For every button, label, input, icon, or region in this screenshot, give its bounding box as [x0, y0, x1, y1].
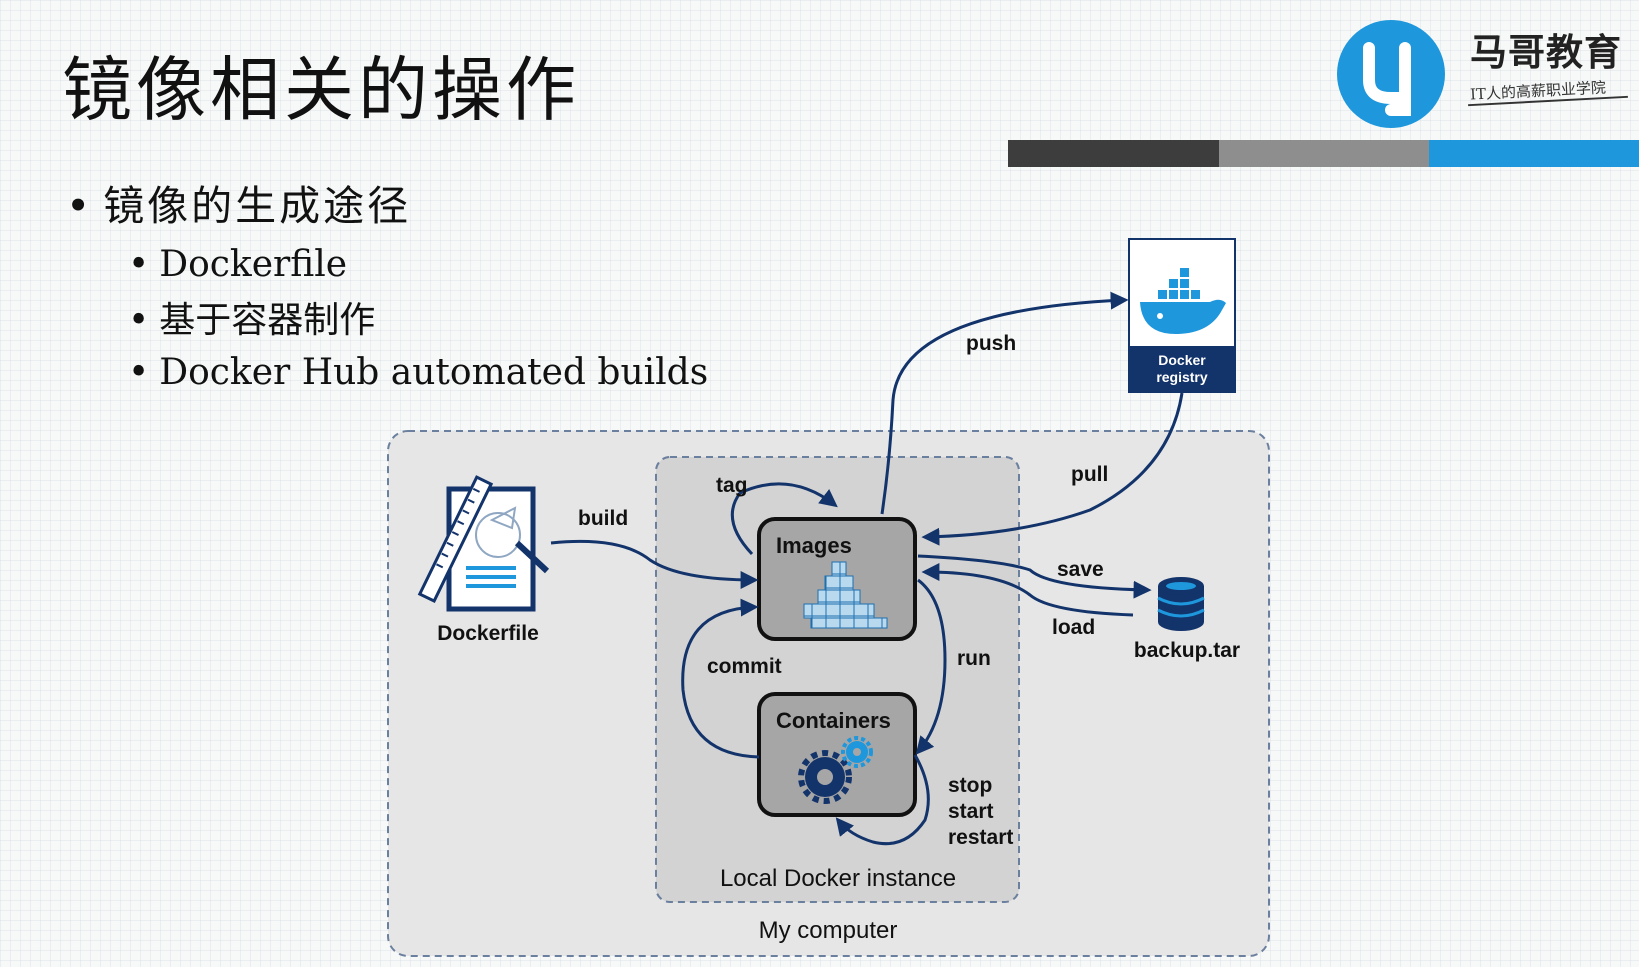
backup-label: backup.tar [1134, 639, 1240, 662]
load-arrow [921, 563, 1134, 617]
containers-label: Containers [776, 708, 891, 733]
sub-bullet-text: 基于容器制作 [159, 300, 376, 341]
docker-whale-icon [1140, 268, 1226, 335]
run-arrow [915, 578, 947, 755]
push-label: push [966, 332, 1016, 355]
commit-arrow [681, 598, 760, 759]
images-label: Images [776, 533, 852, 558]
save-label: save [1057, 558, 1104, 581]
build-label: build [578, 507, 628, 530]
accent-bar-grey [1219, 140, 1429, 167]
pull-label: pull [1071, 463, 1108, 486]
sub-bullet-text: Dockerfile [159, 244, 348, 285]
push-arrow [880, 291, 1129, 515]
database-icon [1157, 577, 1205, 631]
slide-title: 镜像相关的操作 [62, 49, 580, 131]
image-layers-icon [803, 561, 888, 629]
sub-bullet-1: •Dockerfile [128, 244, 347, 285]
sub-bullet-2: •基于容器制作 [128, 291, 375, 343]
sub-bullet-text: Docker Hub automated builds [159, 352, 709, 393]
load-label: load [1052, 616, 1095, 639]
my-computer-label: My computer [759, 917, 898, 944]
bullet-dot: • [66, 182, 94, 230]
registry-label-line2: registry [1156, 369, 1208, 385]
tag-arrow [730, 482, 838, 556]
docker-registry-node: Docker registry [1128, 238, 1236, 393]
bullet-dot: • [128, 352, 150, 393]
dockerfile-icon [417, 475, 550, 612]
sub-bullet-3: •Docker Hub automated builds [128, 352, 708, 393]
accent-bar-blue [1429, 140, 1639, 167]
pull-arrow [921, 392, 1184, 546]
brand-logo-icon [1337, 20, 1445, 128]
commit-label: commit [707, 655, 782, 678]
dockerfile-label: Dockerfile [437, 622, 539, 645]
save-arrow [917, 554, 1152, 599]
gears-icon [798, 736, 873, 804]
bullet-dot: • [128, 300, 150, 341]
bullet-dot: • [128, 244, 150, 285]
restart-label: restart [948, 826, 1013, 849]
lifecycle-arrow [835, 754, 930, 846]
accent-bar-dark [1008, 140, 1219, 167]
main-bullet-text: 镜像的生成途径 [103, 182, 412, 230]
start-label: start [948, 800, 994, 823]
stop-label: stop [948, 774, 992, 797]
build-arrow [550, 539, 759, 589]
local-instance-label: Local Docker instance [720, 865, 956, 892]
brand-name: 马哥教育 [1470, 31, 1622, 74]
tag-label: tag [716, 474, 748, 497]
registry-label-line1: Docker [1158, 352, 1206, 368]
run-label: run [957, 647, 991, 670]
main-bullet: •镜像的生成途径 [66, 172, 411, 232]
images-node: Images [757, 517, 917, 641]
containers-node: Containers [757, 692, 917, 817]
